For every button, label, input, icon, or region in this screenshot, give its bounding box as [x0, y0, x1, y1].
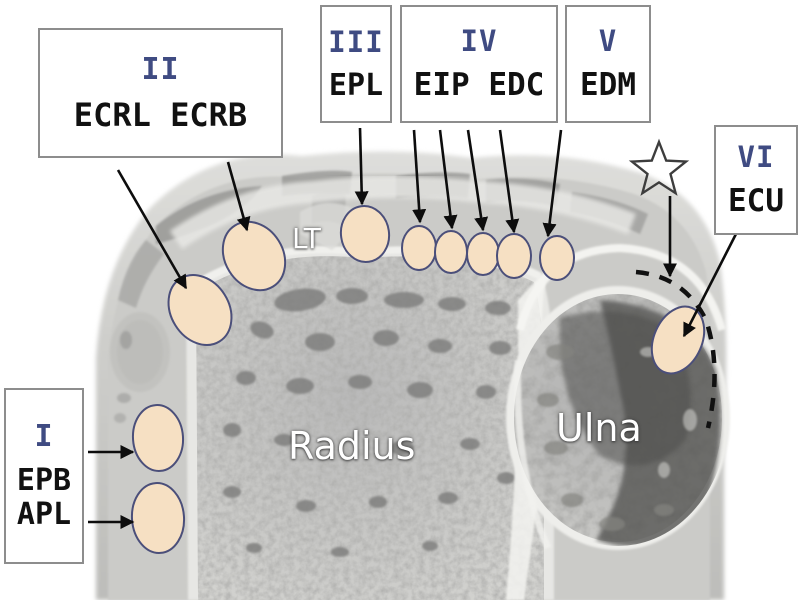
tendon-ecrb: [221, 220, 287, 292]
tendon-edm: [539, 235, 575, 281]
arrow-to-edm: [542, 129, 563, 238]
compartment-6-tendons: ECU: [728, 183, 784, 219]
compartment-3-numeral: III: [328, 24, 384, 59]
compartment-3-tendons: EPL: [328, 67, 384, 103]
compartment-5-tendons: EDM: [580, 67, 636, 103]
tendon-eip: [401, 225, 437, 271]
compartment-6-numeral: VI: [737, 140, 775, 174]
compartment-5-label-box[interactable]: V EDM: [565, 5, 651, 123]
tendon-edc-3: [496, 233, 532, 279]
arrow-to-edc-1: [438, 129, 458, 230]
arrow-to-edc-2: [466, 129, 489, 232]
arrow-to-ecrb: [226, 161, 251, 232]
compartment-3-label-box[interactable]: III EPL: [320, 5, 392, 123]
arrow-to-eip: [412, 129, 427, 224]
arrow-to-ecrl: [116, 169, 188, 290]
arrow-to-epl: [354, 127, 369, 206]
extensor-retinaculum: [169, 176, 636, 250]
arrow-to-ecu: [682, 231, 739, 338]
compartment-5-numeral: V: [598, 24, 618, 58]
compartment-4-numeral: IV: [460, 24, 498, 58]
tendon-epl: [339, 205, 391, 263]
tendon-epb: [131, 404, 185, 472]
compartment-6-label-box[interactable]: VI ECU: [714, 125, 798, 235]
radius-bone: [186, 246, 555, 600]
compartment-2-label-box[interactable]: II ECRL ECRB: [38, 28, 283, 158]
compartment-2-tendons: ECRL ECRB: [73, 96, 248, 134]
star-marker: [628, 138, 690, 196]
tendon-edc-1: [434, 230, 468, 274]
compartment-1-tendon-epb: EPB: [16, 463, 72, 498]
compartment-1-numeral: I: [34, 419, 54, 454]
tendon-edc-2: [466, 232, 500, 276]
compartment-4-label-box[interactable]: IV EIP EDC: [400, 5, 558, 123]
trabecular-voids: [223, 288, 515, 557]
compartment-4-tendons: EIP EDC: [413, 67, 545, 103]
compartment-1-label-box[interactable]: I EPB APL: [4, 388, 84, 564]
compartment-2-numeral: II: [141, 52, 180, 87]
ecu-subsheath-dashed-line: [635, 269, 717, 429]
arrow-to-edc-3: [498, 129, 520, 234]
compartment-1-tendon-apl: APL: [16, 497, 72, 532]
leader-arrow-group: [88, 127, 739, 530]
